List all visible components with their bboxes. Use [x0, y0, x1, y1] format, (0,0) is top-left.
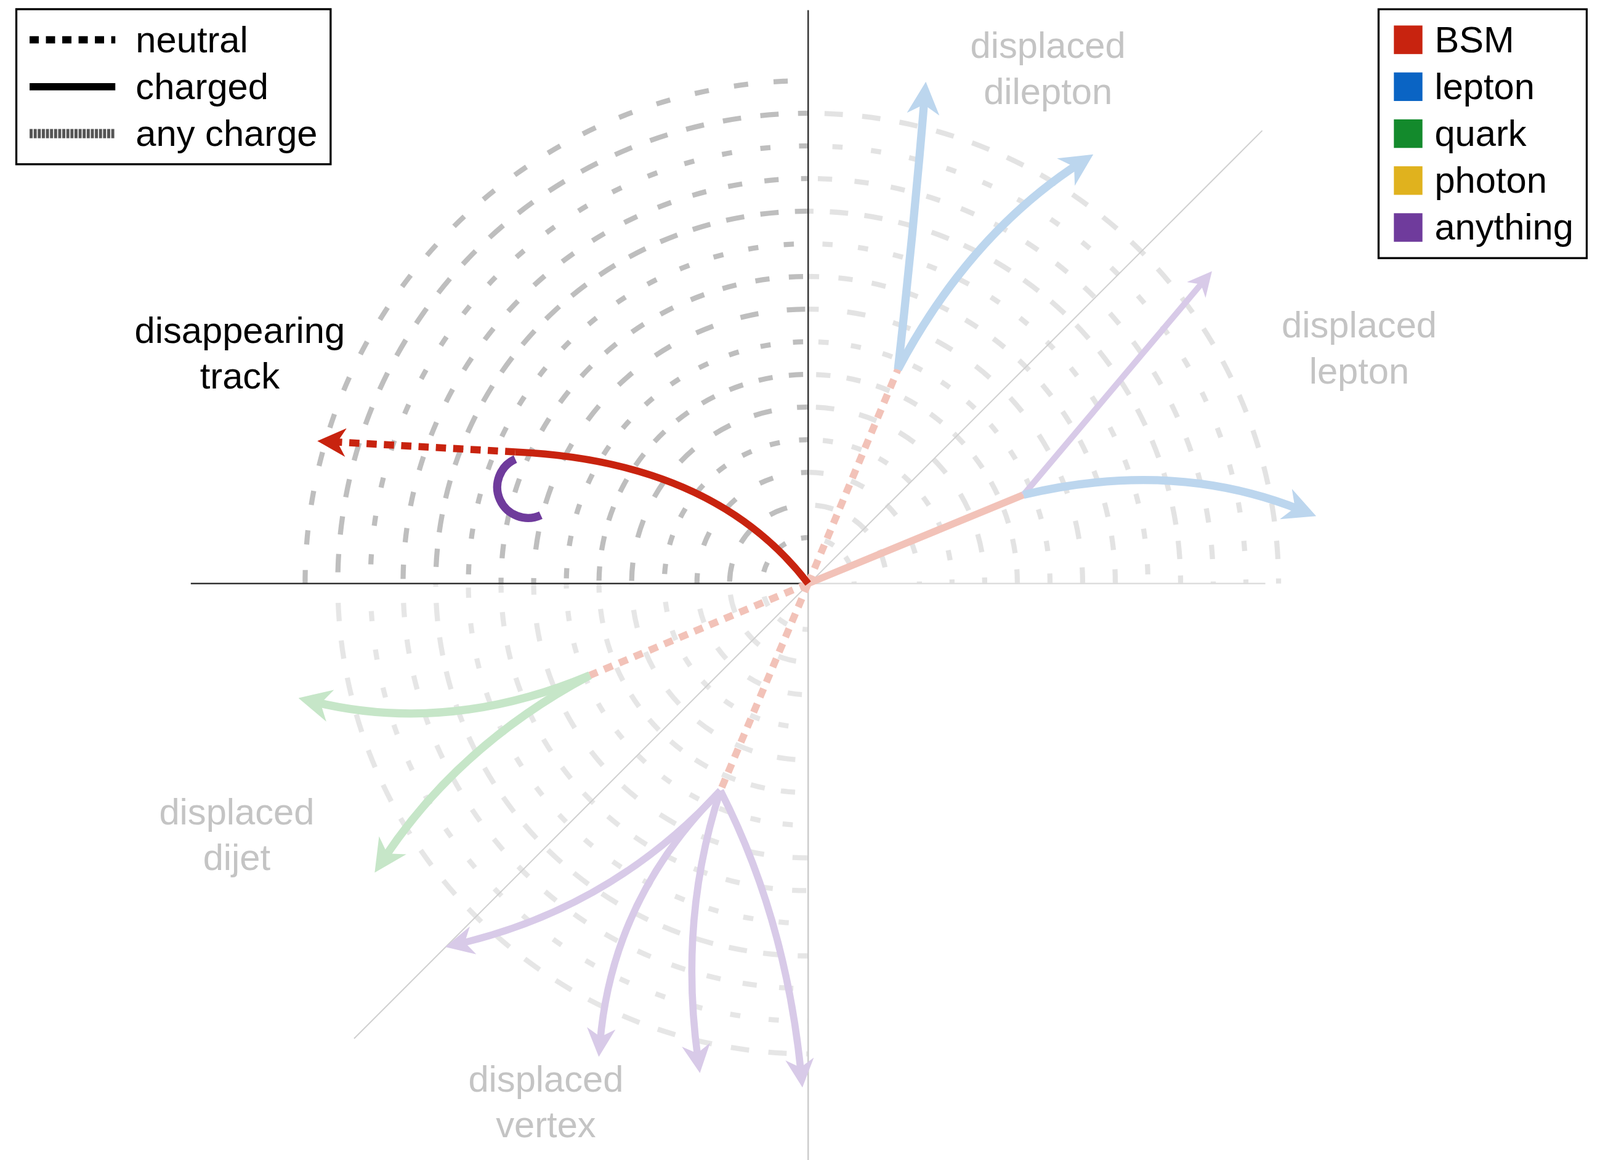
- legend-line-sample: [27, 76, 120, 97]
- detector-layer: [337, 113, 809, 584]
- diagonal-line: [354, 130, 1263, 1039]
- legend-row: photon: [1389, 157, 1574, 204]
- detector-layer: [808, 374, 1018, 584]
- legend-text: BSM: [1434, 18, 1514, 62]
- track-label: displaced dilepton: [970, 22, 1126, 114]
- tracks: [314, 97, 1301, 1074]
- detector-layer: [808, 341, 1051, 584]
- detector-layer: [808, 439, 953, 584]
- axis-line: [807, 583, 809, 1160]
- legend-box: neutralchargedany charge: [15, 8, 332, 166]
- detector-layer: [808, 211, 1181, 584]
- axis-line: [808, 582, 1265, 584]
- quark-track: [314, 675, 590, 714]
- anything-track: [599, 790, 721, 1043]
- anything-track: [1023, 280, 1205, 496]
- legend-line: [29, 36, 116, 44]
- neutral-bsm-track: [331, 441, 515, 453]
- anything-track: [459, 790, 721, 945]
- charged-bsm-track: [515, 452, 809, 584]
- anything-track: [691, 790, 720, 1060]
- neutral-bsm-track: [720, 583, 809, 791]
- quark-track: [383, 675, 590, 860]
- legend-swatch: [1393, 72, 1423, 102]
- detector-layer: [697, 583, 809, 696]
- detector-layer: [501, 583, 809, 892]
- detector-layer: [664, 583, 809, 728]
- axis-line: [190, 582, 809, 584]
- legend-row: anything: [1389, 203, 1574, 251]
- detector-layer: [566, 583, 809, 826]
- detector-layer: [808, 178, 1214, 584]
- legend-text: charged: [135, 65, 269, 109]
- legend-swatch: [1393, 166, 1423, 195]
- legend-text: anything: [1434, 206, 1574, 250]
- detector-layer: [435, 583, 809, 957]
- anything-track: [720, 790, 802, 1074]
- track-label: disappearing track: [134, 307, 346, 400]
- track-label: displaced dijet: [158, 788, 315, 881]
- legend-line-sample: [27, 123, 120, 144]
- legend-text: neutral: [135, 18, 248, 62]
- detector-layer: [808, 113, 1279, 584]
- detector-layer: [402, 583, 809, 990]
- legend-text: any charge: [135, 112, 318, 156]
- legend-line-sample: [27, 29, 120, 50]
- detector-layer: [808, 505, 887, 584]
- detector-layer: [402, 178, 809, 584]
- charged-bsm-track: [808, 495, 1024, 584]
- lepton-track: [897, 163, 1080, 370]
- legend-line: [29, 83, 116, 91]
- legend-line: [29, 129, 116, 139]
- detector-layer: [808, 309, 1083, 584]
- legend-row: neutral: [27, 16, 318, 64]
- detector-layer: [599, 583, 809, 794]
- legend-row: any charge: [27, 110, 318, 158]
- legend-row: charged: [27, 63, 318, 111]
- detector-layer: [468, 243, 809, 584]
- lepton-track: [1023, 480, 1302, 511]
- detector-layer: [370, 583, 809, 1022]
- detector-layer: [808, 276, 1116, 584]
- axis-line: [807, 10, 809, 584]
- legend-swatch: [1393, 25, 1423, 54]
- legend-swatch: [1393, 119, 1423, 148]
- detector-layer: [729, 583, 809, 663]
- legend-text: quark: [1434, 112, 1527, 156]
- detector-layer: [808, 145, 1246, 584]
- detector-layer: [370, 145, 809, 584]
- legend-text: lepton: [1434, 65, 1535, 109]
- detector-layer: [435, 211, 809, 584]
- track-label: displaced lepton: [1281, 301, 1437, 394]
- legend-text: photon: [1434, 158, 1547, 203]
- detector-layer: [501, 276, 809, 584]
- legend-box: BSMleptonquarkphotonanything: [1377, 8, 1589, 260]
- anything-track: [496, 459, 541, 519]
- detector-layer: [808, 243, 1148, 584]
- detector-layer: [808, 472, 920, 584]
- detector-layer: [304, 80, 809, 584]
- detector-layer: [808, 407, 985, 584]
- legend-row: quark: [1389, 110, 1574, 158]
- track-label: displaced vertex: [468, 1056, 624, 1148]
- legend-row: BSM: [1389, 16, 1574, 64]
- detector-layer: [631, 583, 809, 761]
- axes: [190, 10, 1266, 1160]
- detector-layer: [533, 583, 809, 859]
- legend-row: lepton: [1389, 63, 1574, 111]
- legend-swatch: [1393, 213, 1423, 242]
- detector-layers: [304, 80, 1279, 1055]
